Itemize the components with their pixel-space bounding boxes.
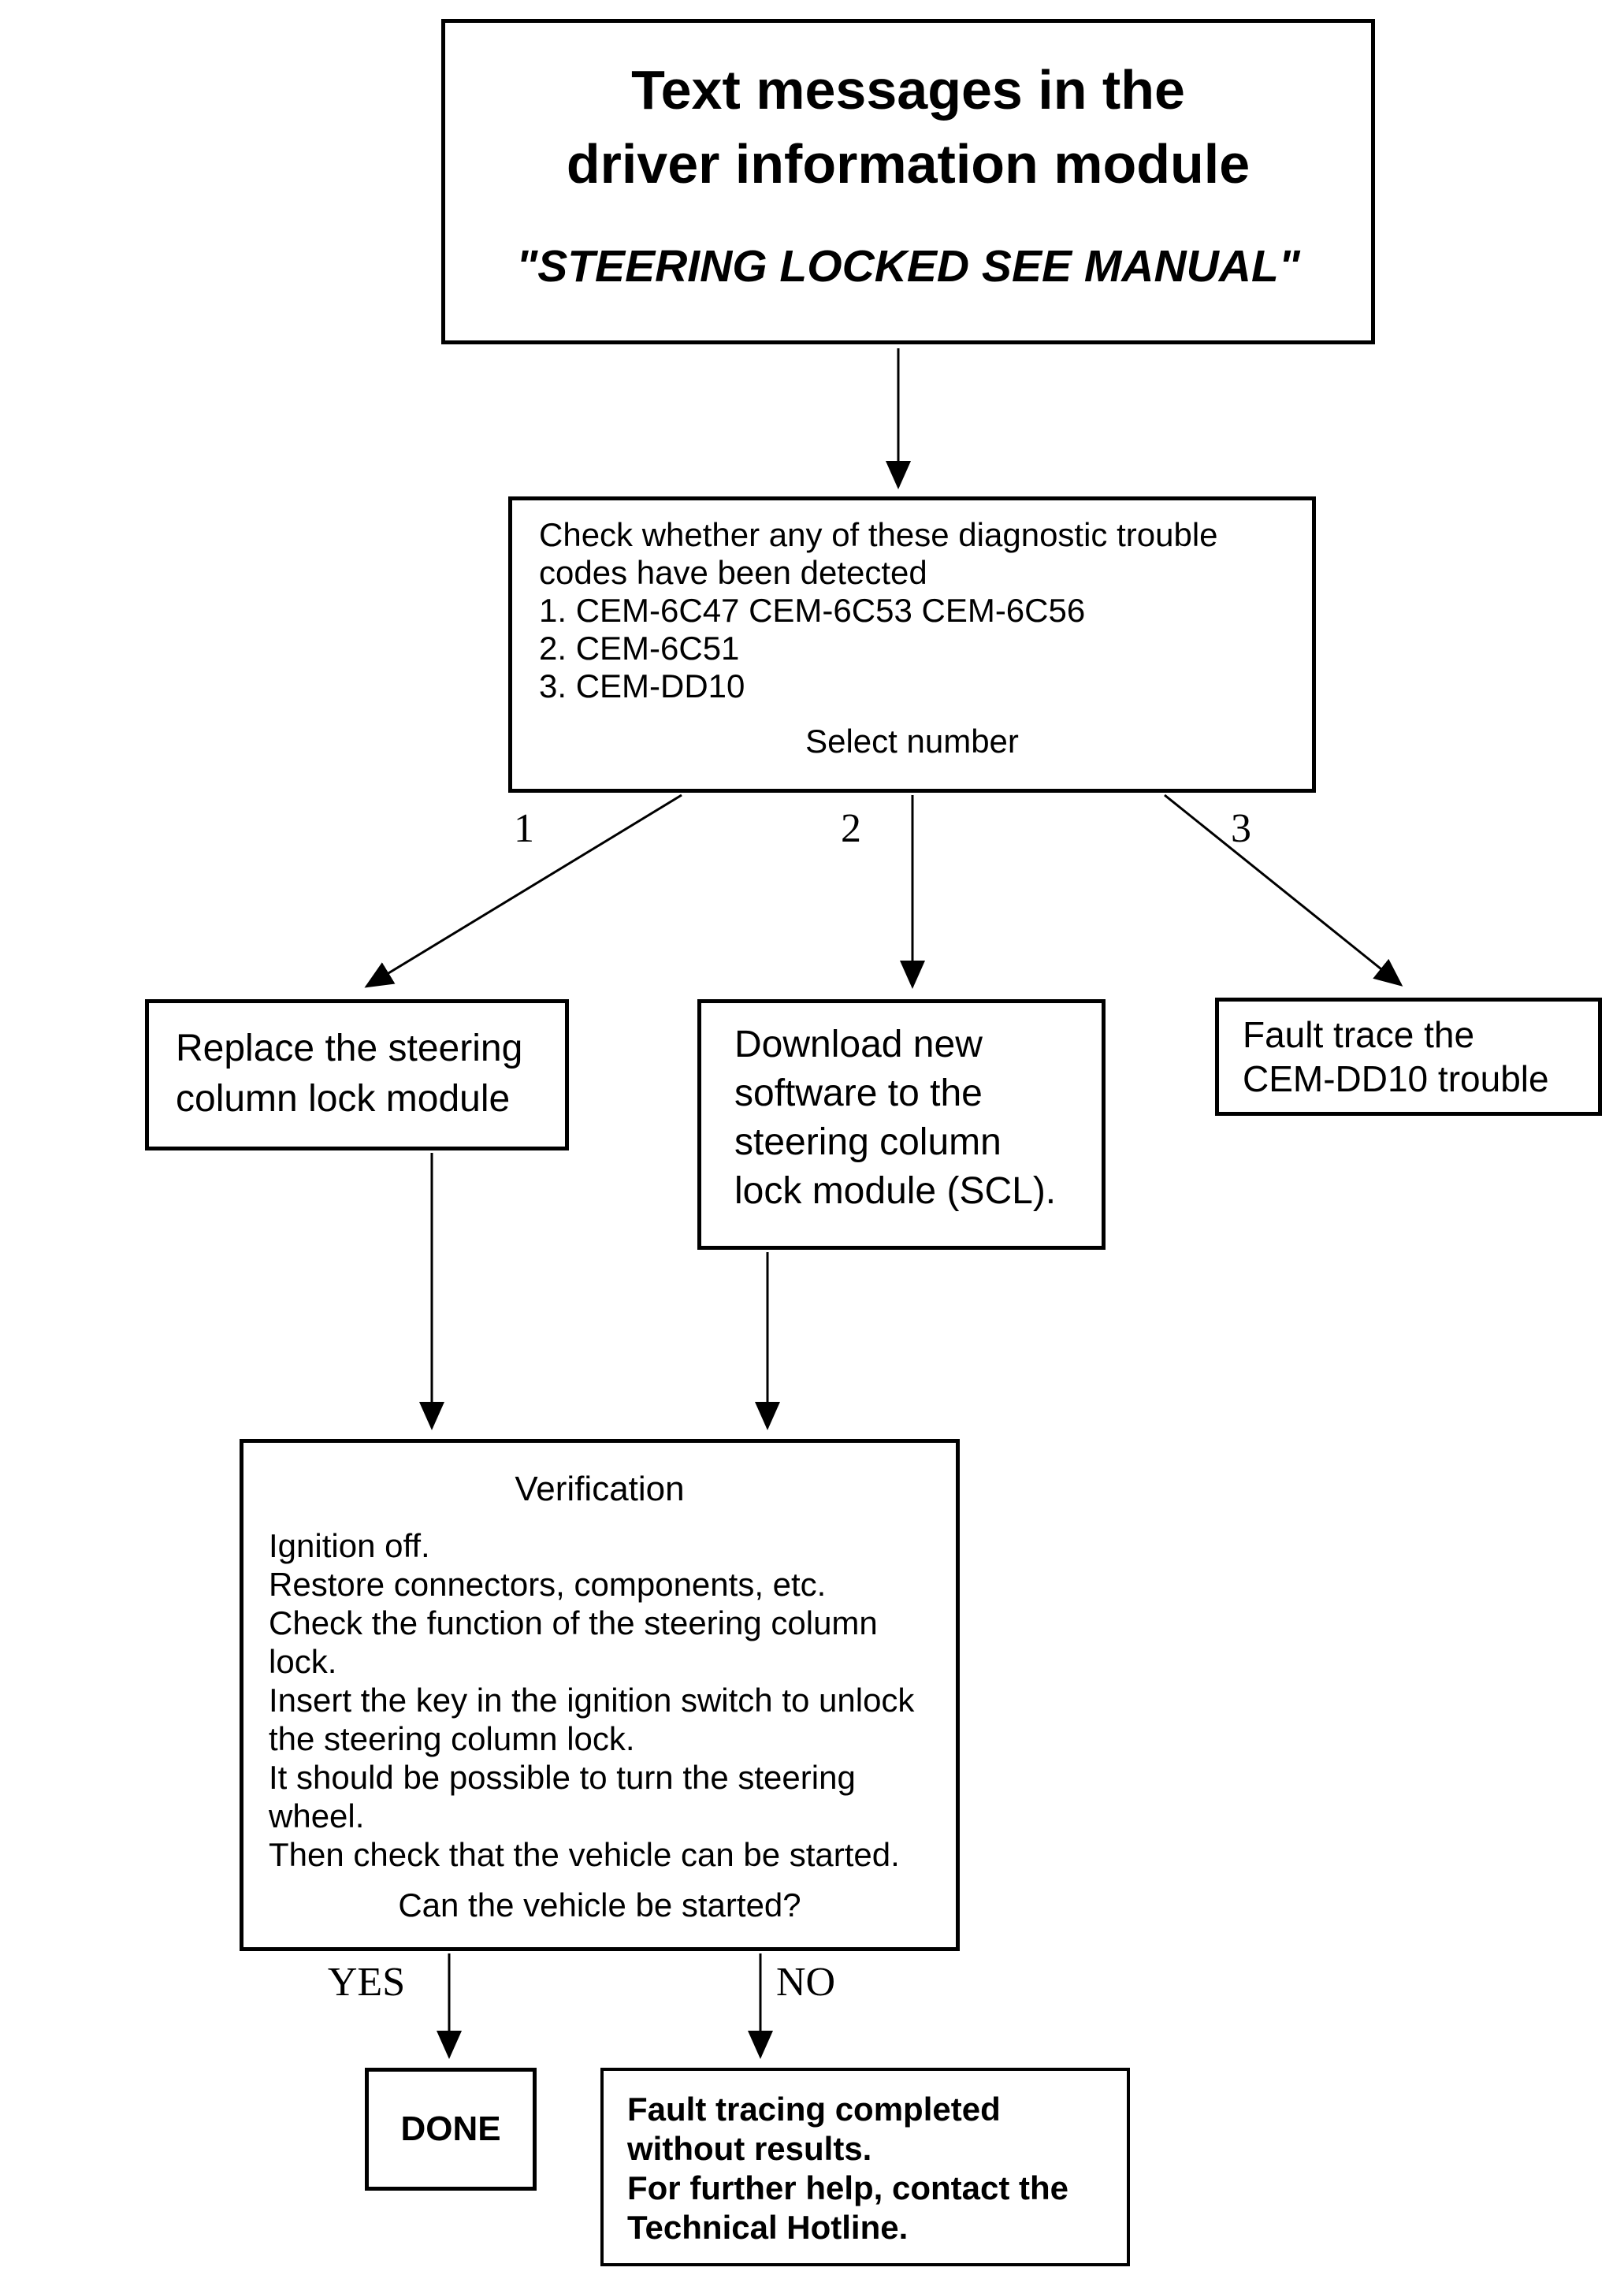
yes-label: YES: [327, 1960, 406, 2005]
hotline-box: Fault tracing completed without results.…: [600, 2068, 1130, 2266]
replace-module-text: column lock module: [176, 1078, 511, 1120]
title-box: Text messages in the driver information …: [441, 19, 1375, 344]
verification-step: Check the function of the steering colum…: [269, 1604, 878, 1641]
connector-check-to-faulttrace: [1164, 794, 1403, 987]
download-software-text: lock module (SCL).: [734, 1170, 1057, 1212]
branch-label-1: 1: [514, 806, 534, 851]
done-box: DONE: [365, 2068, 537, 2191]
verification-step: lock.: [269, 1643, 337, 1680]
check-intro-line: codes have been detected: [539, 554, 927, 591]
done-label: DONE: [400, 2109, 501, 2148]
page-title: Text messages in the driver information …: [445, 23, 1371, 201]
verification-steps: Ignition off. Restore connectors, compon…: [243, 1526, 956, 1874]
hotline-line: Technical Hotline.: [627, 2209, 909, 2246]
download-software-box: Download new software to the steering co…: [697, 999, 1106, 1250]
fault-trace-text: Fault trace the: [1243, 1014, 1475, 1055]
verification-step: It should be possible to turn the steeri…: [269, 1759, 856, 1796]
verification-step: Insert the key in the ignition switch to…: [269, 1682, 915, 1719]
title-subtitle: "STEERING LOCKED SEE MANUAL": [516, 241, 1300, 292]
verification-step: Ignition off.: [269, 1527, 430, 1564]
hotline-line: Fault tracing completed: [627, 2091, 1001, 2128]
hotline-text: Fault tracing completed without results.…: [604, 2071, 1127, 2247]
diagnostic-check-text: Check whether any of these diagnostic tr…: [512, 500, 1312, 760]
verification-step: Then check that the vehicle can be start…: [269, 1836, 900, 1873]
download-software-text: steering column: [734, 1121, 1002, 1163]
check-intro-line: Check whether any of these diagnostic tr…: [539, 516, 1218, 553]
verification-step: wheel.: [269, 1797, 365, 1834]
branch-label-2: 2: [841, 806, 861, 851]
download-software-text: software to the: [734, 1072, 983, 1114]
download-software-text: Download new: [734, 1024, 983, 1065]
verification-heading: Verification: [515, 1470, 685, 1508]
dtc-item: 3. CEM-DD10: [539, 667, 745, 704]
verification-box: Verification Ignition off. Restore conne…: [240, 1439, 960, 1951]
fault-trace-text: CEM-DD10 trouble: [1243, 1058, 1549, 1099]
hotline-line: without results.: [627, 2130, 872, 2167]
title-line-2: driver information module: [566, 133, 1251, 195]
title-line-1: Text messages in the: [631, 59, 1185, 121]
verification-step: the steering column lock.: [269, 1720, 635, 1757]
connector-check-to-replace: [364, 794, 682, 988]
branch-label-3: 3: [1231, 806, 1251, 851]
fault-trace-box: Fault trace the CEM-DD10 trouble: [1215, 998, 1602, 1116]
diagnostic-check-box: Check whether any of these diagnostic tr…: [508, 496, 1316, 793]
no-label: NO: [776, 1960, 836, 2005]
replace-module-box: Replace the steering column lock module: [145, 999, 569, 1150]
replace-module-text: Replace the steering: [176, 1028, 523, 1069]
dtc-item: 2. CEM-6C51: [539, 630, 740, 667]
select-number-prompt: Select number: [805, 723, 1019, 760]
hotline-line: For further help, contact the: [627, 2169, 1069, 2206]
verification-step: Restore connectors, components, etc.: [269, 1566, 827, 1603]
vehicle-start-question: Can the vehicle be started?: [398, 1886, 801, 1924]
dtc-item: 1. CEM-6C47 CEM-6C53 CEM-6C56: [539, 592, 1086, 629]
